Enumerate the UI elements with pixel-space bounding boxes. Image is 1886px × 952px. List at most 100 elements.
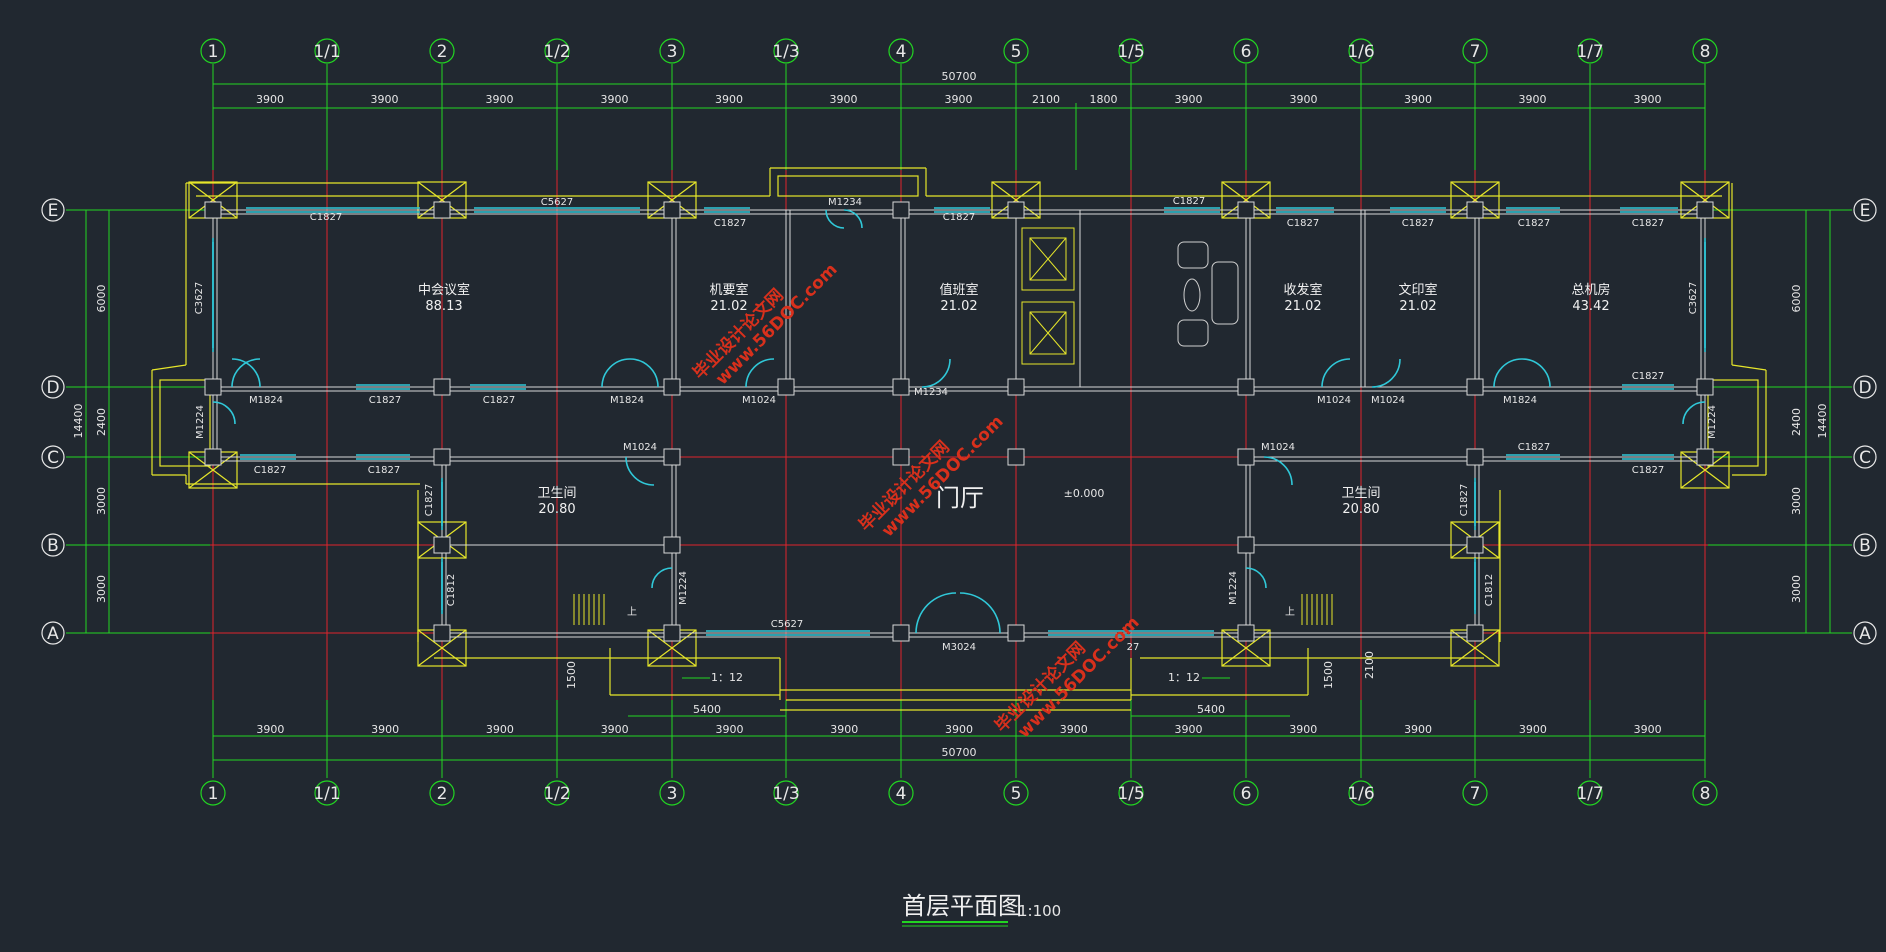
opening-label-25: C1827 [1632, 465, 1664, 476]
column-32 [1007, 624, 1025, 642]
column-cap-diag2-11 [188, 451, 238, 489]
axis-label-left-A: A [47, 624, 59, 644]
dimension-layer [66, 64, 1852, 778]
opening-label-9: C1827 [1632, 218, 1664, 229]
room-area-switchboard: 43.42 [1572, 299, 1609, 314]
axis-bubble-bottom-10 [1348, 780, 1374, 806]
axis-bubble-bottom-1 [314, 780, 340, 806]
door-swing-17 [1682, 401, 1706, 425]
door-swing-15 [843, 209, 863, 229]
dim-ramp-depth-right: 1500 [1322, 661, 1335, 689]
dim-top-seg-9: 3900 [1175, 93, 1203, 106]
dim-top-seg-1: 3900 [371, 93, 399, 106]
axis-label-bottom-1: 1/1 [313, 784, 340, 804]
door-swing-9 [1521, 358, 1551, 388]
drawing-scale: 1:100 [1018, 902, 1061, 920]
dim-bottom-seg-11: 3900 [1519, 723, 1547, 736]
elevation-mark: ±0.000 [1064, 487, 1105, 500]
column-29 [433, 624, 451, 642]
column-1 [433, 201, 451, 219]
opening-label-23: M1024 [1261, 442, 1295, 453]
dim-ramp-left-text: 5400 [693, 703, 721, 716]
opening-label-24: C1827 [1518, 442, 1550, 453]
axis-bubble-top-7 [1003, 38, 1029, 64]
door-swing-12 [915, 592, 957, 634]
axis-label-left-E: E [48, 201, 59, 221]
dim-bottom-seg-9: 3900 [1289, 723, 1317, 736]
column-cap-diag2-12 [1680, 451, 1730, 489]
axis-bubbles: 111/11/1221/21/2331/31/344551/51/5661/61… [41, 38, 1877, 806]
room-area-mail: 21.02 [1284, 299, 1321, 314]
dim-ramp-right-text: 5400 [1197, 703, 1225, 716]
dim-top-seg-6: 3900 [945, 93, 973, 106]
door-swing-16 [212, 401, 236, 425]
axis-bubble-bottom-6 [888, 780, 914, 806]
opening-label-0: C1827 [310, 212, 342, 223]
axis-label-top-9: 6 [1241, 42, 1252, 62]
axis-label-bottom-3: 1/2 [543, 784, 570, 804]
column-11 [777, 378, 795, 396]
opening-label-v-2: M1224 [195, 405, 206, 439]
opening-label-26: C5627 [771, 619, 803, 630]
opening-label-6: C1827 [1287, 218, 1319, 229]
dim-depth-left: 14400 [72, 404, 85, 439]
axis-bubble-top-0 [200, 38, 226, 64]
axis-bubble-right-E [1853, 198, 1877, 222]
opening-label-14: M1024 [742, 395, 776, 406]
opening-label-4: C1827 [943, 212, 975, 223]
dim-side-left-seg-2: 3000 [95, 487, 108, 515]
column-18 [433, 448, 451, 466]
axis-label-bottom-12: 1/7 [1576, 784, 1603, 804]
opening-label-16: M1024 [1317, 395, 1351, 406]
column-6 [1466, 201, 1484, 219]
column-14 [1237, 378, 1255, 396]
walls [204, 201, 1714, 642]
axis-label-top-6: 4 [896, 42, 907, 62]
room-labels: 中会议室 88.13 机要室 21.02 值班室 21.02 收发室 21.02… [418, 282, 1611, 517]
drawing-title-block: 首层平面图 1:100 [902, 892, 1061, 927]
axis-label-bottom-10: 1/6 [1347, 784, 1374, 804]
dim-top-seg-13: 3900 [1634, 93, 1662, 106]
column-19 [663, 448, 681, 466]
dim-bottom-seg-8: 3900 [1175, 723, 1203, 736]
axis-label-bottom-13: 8 [1700, 784, 1711, 804]
axis-bubble-right-A [1853, 621, 1877, 645]
column-31 [892, 624, 910, 642]
column-24 [1696, 448, 1714, 466]
column-8 [204, 378, 222, 396]
dim-bottom-seg-6: 3900 [945, 723, 973, 736]
column-10 [663, 378, 681, 396]
stair-up-left: 上 [627, 606, 637, 618]
axis-bubble-bottom-7 [1003, 780, 1029, 806]
dim-total-bottom-text: 50700 [942, 746, 977, 759]
door-swing-8 [1493, 358, 1523, 388]
room-area-print: 21.02 [1399, 299, 1436, 314]
stair-up-right: 上 [1285, 606, 1295, 618]
opening-label-7: C1827 [1402, 218, 1434, 229]
column-5 [1237, 201, 1255, 219]
room-area-duty: 21.02 [940, 299, 977, 314]
door-swing-7 [1371, 358, 1401, 388]
column-0 [204, 201, 222, 219]
axis-bubble-bottom-5 [773, 780, 799, 806]
axis-bubble-top-4 [659, 38, 685, 64]
sofa-long [1211, 261, 1239, 325]
column-cap-diag2-2 [647, 181, 697, 219]
axis-bubble-bottom-8 [1118, 780, 1144, 806]
column-26 [663, 536, 681, 554]
dim-bottom-seg-2: 3900 [486, 723, 514, 736]
room-name-mail: 收发室 [1283, 282, 1322, 298]
dim-side-left-seg-0: 6000 [95, 285, 108, 313]
elevator-diag2-1 [1029, 311, 1067, 355]
door-swing-4 [745, 358, 775, 388]
axis-bubble-bottom-11 [1462, 780, 1488, 806]
elevator-car-1 [1029, 311, 1067, 355]
room-area-secret: 21.02 [710, 299, 747, 314]
door-swing-10 [625, 456, 655, 486]
axis-bubble-bottom-12 [1577, 780, 1603, 806]
door-swing-13 [959, 592, 1001, 634]
axis-label-top-8: 1/5 [1117, 42, 1144, 62]
dim-side-right-seg-2: 3000 [1790, 487, 1803, 515]
opening-label-8: C1827 [1518, 218, 1550, 229]
